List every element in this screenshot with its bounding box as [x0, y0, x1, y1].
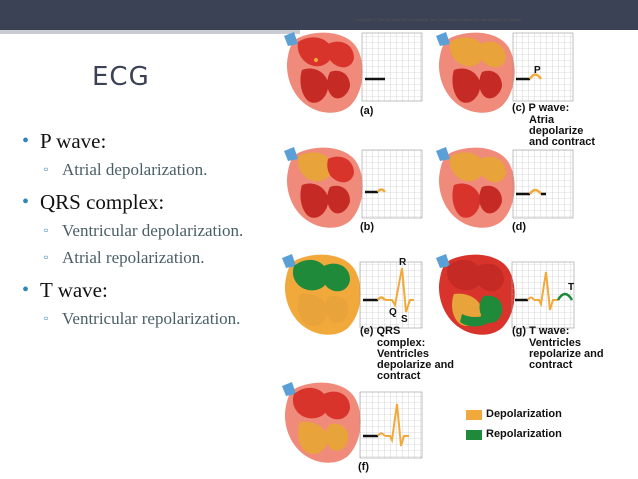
bullet-dot-icon: • [22, 191, 30, 213]
bullet-t-wave: •T wave: [22, 278, 108, 302]
bullet-p-wave: •P wave: [22, 129, 107, 153]
sub-bullet-atrial-repolarization: ▫Atrial repolarization. [44, 248, 205, 267]
ecg-grid-g [511, 261, 575, 329]
sub-bullet-ventricular-depolarization: ▫Ventricular depolarization. [44, 221, 244, 240]
wave-label-p: P [534, 65, 541, 76]
legend-label-repolarization: Repolarization [486, 428, 562, 440]
copyright-notice: Copyright © The McGraw-Hill Companies, I… [355, 17, 522, 22]
heart-diagram-f [282, 382, 361, 463]
ecg-grid-d [512, 149, 574, 219]
sub-bullet-ventricular-repolarization: ▫Ventricular repolarization. [44, 309, 241, 328]
heart-diagram-c [436, 32, 515, 113]
sub-bullet-atrial-depolarization: ▫Atrial depolarization. [44, 160, 208, 179]
heart-diagram-e [282, 254, 361, 335]
panel-desc-g: Ventricles repolarize and contract [529, 337, 604, 371]
panel-label-c: (c) P wave: [512, 102, 570, 114]
sub-bullet-square-icon: ▫ [44, 223, 49, 237]
panel-label-g: (g) T wave: [512, 325, 570, 337]
bullet-qrs-complex: •QRS complex: [22, 190, 165, 214]
sub-bullet-square-icon: ▫ [44, 311, 49, 325]
top-banner [0, 0, 638, 30]
panel-desc-e: complex: Ventricles depolarize and contr… [377, 337, 455, 382]
legend-label-depolarization: Depolarization [486, 408, 562, 420]
slide-title: ECG [92, 62, 150, 92]
wave-label-r: R [399, 257, 407, 268]
heart-diagram-b [284, 147, 363, 228]
legend-swatch-depolarization [466, 410, 482, 420]
ecg-grid-a [361, 32, 423, 102]
bullet-list: •P wave: ▫Atrial depolarization. •QRS co… [22, 120, 262, 330]
sub-bullet-square-icon: ▫ [44, 162, 49, 176]
panel-label-f: (f) [358, 461, 369, 473]
legend-swatch-repolarization [466, 430, 482, 440]
heart-diagram-g [436, 254, 515, 335]
sub-bullet-square-icon: ▫ [44, 250, 49, 264]
panel-label-a: (a) [360, 105, 374, 117]
heart-diagram-a [284, 32, 363, 113]
wave-label-s: S [401, 314, 408, 325]
ecg-grid-b [361, 149, 423, 219]
bullet-dot-icon: • [22, 279, 30, 301]
ecg-grid-e [359, 261, 423, 329]
heart-diagram-d [436, 147, 515, 228]
wave-label-t: T [568, 282, 574, 293]
panel-label-d: (d) [512, 221, 527, 233]
panel-desc-c: Atria depolarize and contract [529, 114, 596, 148]
bullet-dot-icon: • [22, 130, 30, 152]
panel-label-e: (e) QRS [360, 325, 401, 337]
title-underline [0, 30, 300, 34]
ecg-grid-c [512, 32, 574, 102]
ecg-grid-f [359, 391, 423, 459]
panel-label-b: (b) [360, 221, 375, 233]
wave-label-q: Q [389, 307, 397, 318]
